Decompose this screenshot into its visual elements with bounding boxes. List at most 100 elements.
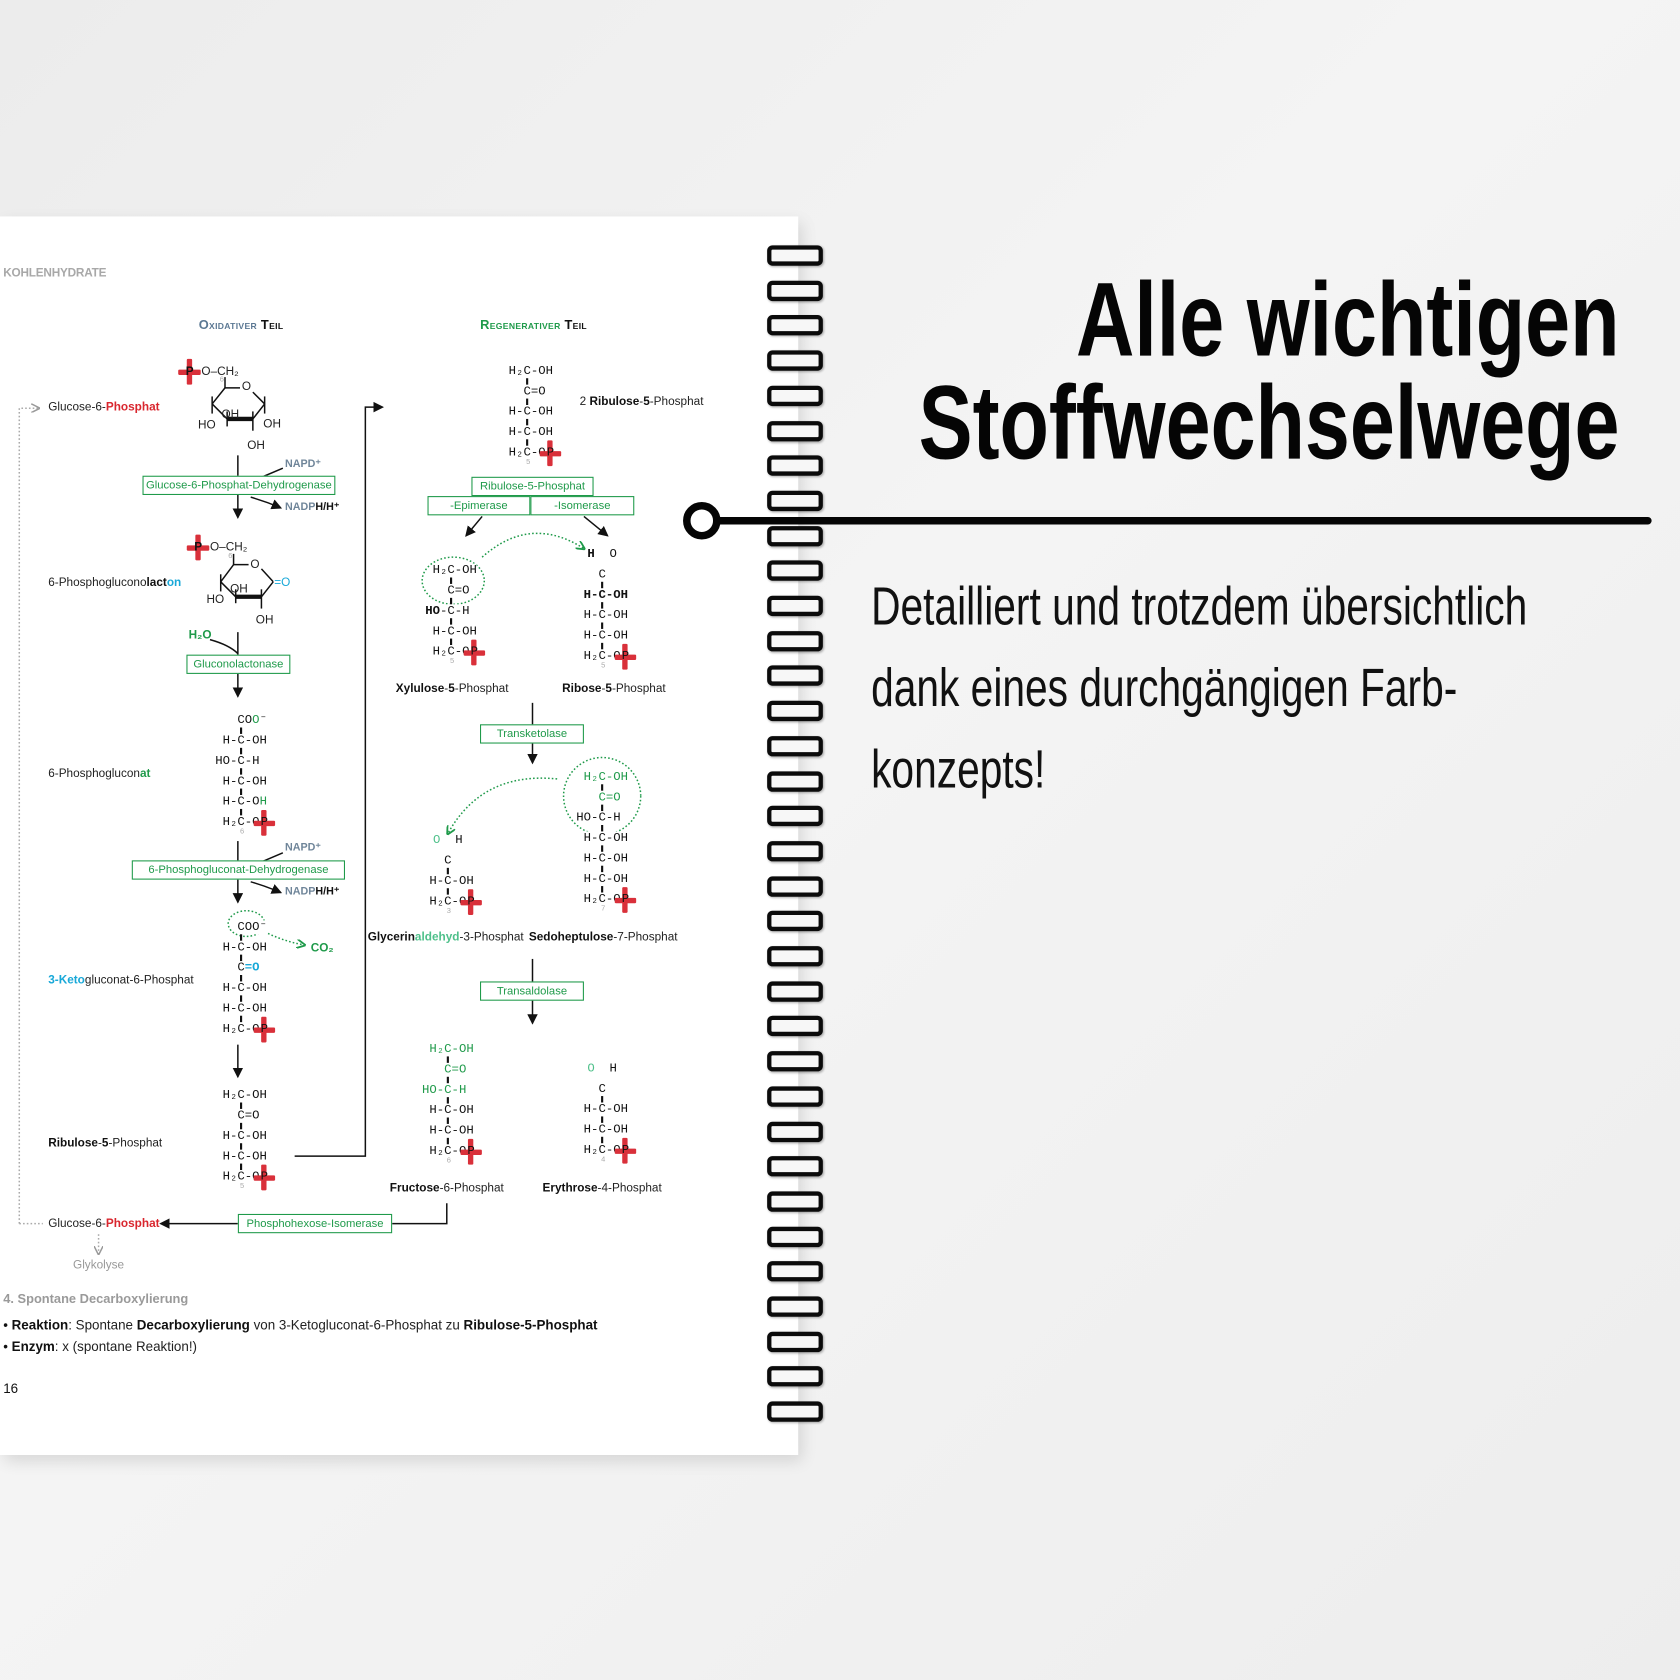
text-segment: von 3-Ketogluconat-6-Phosphat zu — [249, 1317, 464, 1333]
lacton-phosphate-group: P — [186, 534, 211, 561]
atom-text: H-C-OH — [429, 874, 474, 889]
atom-text: HO-C-H — [215, 754, 260, 769]
text-segment: gluconat-6-Phosphat — [84, 973, 194, 987]
text-segment: Xylulose — [395, 682, 445, 696]
spiral-ring — [767, 420, 823, 441]
atom-text: H₂C-O — [429, 1144, 467, 1159]
text-segment: Glycerin — [367, 931, 415, 944]
atom-text: CO — [237, 713, 253, 728]
structure-row: H-C-OH — [429, 1123, 474, 1139]
structure-row: H-C-OH — [222, 1001, 267, 1017]
structure-row: H₂C-OP — [583, 887, 637, 913]
atom-text: H-C-OH — [508, 405, 554, 419]
atom-text: H-C-OH — [583, 628, 629, 643]
enzyme-transaldolase: Transaldolase — [480, 981, 584, 1001]
text-segment: Reaktion — [11, 1317, 69, 1333]
structure-row: C — [598, 567, 606, 583]
structure-row: H-C-OH — [583, 1122, 629, 1138]
book-page — [0, 216, 799, 1456]
text-segment: - — [601, 682, 606, 696]
atom-text: H₂C-O — [583, 649, 621, 664]
structure-row: H-C-OH — [583, 872, 629, 887]
text-segment: Phosphat — [105, 1217, 160, 1231]
text-segment: Sedoheptulose — [528, 931, 614, 944]
atom-text: H-C-OH — [583, 588, 629, 603]
atom-text: C — [598, 567, 606, 582]
text-segment: - — [444, 682, 449, 696]
label-6-phosphogluconolacton: 6-Phosphogluconolacton — [48, 575, 181, 590]
text-segment: -Phosphat — [611, 682, 666, 696]
phosphate-cross-icon: P — [253, 810, 276, 836]
structure-row: H-C-OH — [222, 1129, 267, 1144]
phosphate-cross-icon: P — [459, 1138, 483, 1165]
label-ribose-5-phosphat: Ribose-5-Phosphat — [562, 681, 666, 696]
label-ribulose-5-phosphat: Ribulose-5-Phosphat — [48, 1136, 162, 1151]
text-segment: Decarboxylierung — [136, 1317, 250, 1333]
spiral-ring — [767, 946, 823, 967]
text-segment: 5 — [101, 1136, 109, 1150]
text-segment: - — [97, 1136, 102, 1150]
glucose-ho: HO — [197, 418, 216, 432]
text-segment: H/H⁺ — [315, 501, 340, 514]
glucose-carbon-number: 6 — [219, 376, 224, 384]
label-2-ribulose-5-phosphat: 2 Ribulose-5-Phosphat — [580, 394, 704, 409]
atom-text: H₂C-OH — [222, 1088, 267, 1103]
enzyme-ribulose-5-phosphat: Ribulose-5-Phosphat — [471, 476, 594, 497]
atom-text: H-C-OH — [432, 624, 477, 639]
structure-row: H-C-OH — [508, 405, 554, 420]
structure-row: H-C-OH — [222, 981, 267, 996]
structure-row: H₂C-OP — [432, 639, 486, 666]
glucose-oh: OH — [263, 417, 281, 431]
xylulose-transfer-circle — [421, 556, 486, 606]
text-segment: Ribulose — [48, 1136, 98, 1150]
cofactor-h2o: H₂O — [188, 628, 212, 642]
regenerative-part-title: Regenerativer Teil — [480, 317, 587, 332]
structure-row: C=O — [237, 1108, 260, 1124]
atom-text: H-C-OH — [222, 774, 267, 789]
spiral-ring — [767, 981, 823, 1002]
text-segment: Enzym — [11, 1339, 55, 1355]
promo-body-line: konzepts! — [871, 739, 1046, 800]
spiral-ring — [767, 1016, 823, 1037]
cofactor-nadph: NADPH/H⁺ — [285, 885, 339, 900]
structure-row: HO-C-H — [421, 1083, 467, 1098]
atom-text: H₂C-O — [429, 894, 467, 909]
text-segment: NADP — [285, 886, 316, 898]
atom-text: H-C-OH — [222, 940, 267, 955]
atom-text: H₂C-O — [222, 1022, 260, 1037]
atom-text: C — [237, 961, 245, 976]
carbon-number: 5 — [526, 458, 531, 467]
structure-row: H₂C-OP — [583, 643, 637, 670]
enzyme-transketolase: Transketolase — [480, 724, 584, 744]
structure-row: C — [598, 1082, 606, 1097]
atom-text: H — [594, 1061, 617, 1076]
structure-row: H₂C-OH — [508, 364, 554, 379]
structure-row: H-C-OH — [222, 774, 267, 790]
lacton-keto-group: =O — [274, 576, 291, 590]
spiral-ring — [767, 805, 823, 827]
atom-text: C — [598, 1082, 606, 1097]
atom-text: COO⁻ — [237, 920, 267, 935]
structure-row: H-C-OH — [222, 733, 267, 749]
spiral-ring — [767, 1331, 823, 1352]
atom-text: H-C-OH — [222, 981, 267, 996]
spiral-ring — [767, 1156, 823, 1177]
text-segment: -4-Phosphat — [597, 1181, 662, 1195]
atom-text: H-C-O — [222, 795, 260, 809]
atom-text: HO-C-H — [576, 811, 621, 826]
spiral-ring — [767, 911, 823, 932]
carbon-number: 5 — [601, 662, 606, 670]
atom-text: H-C-OH — [222, 1129, 267, 1144]
connector-to-regenerative — [294, 401, 385, 1157]
text-segment: Ribulose — [589, 395, 640, 409]
atom-text: =O — [244, 961, 260, 976]
structure-row: C=O — [444, 1062, 467, 1078]
phosphate-cross-icon: P — [539, 440, 562, 467]
atom-text: H — [440, 833, 463, 848]
enzyme-epimerase: -Epimerase — [427, 496, 531, 516]
section-title: 4. Spontane Decarboxylierung — [3, 1291, 189, 1307]
structure-row: H₂C-OP — [583, 1137, 637, 1164]
text-segment: -7-Phosphat — [613, 931, 678, 944]
